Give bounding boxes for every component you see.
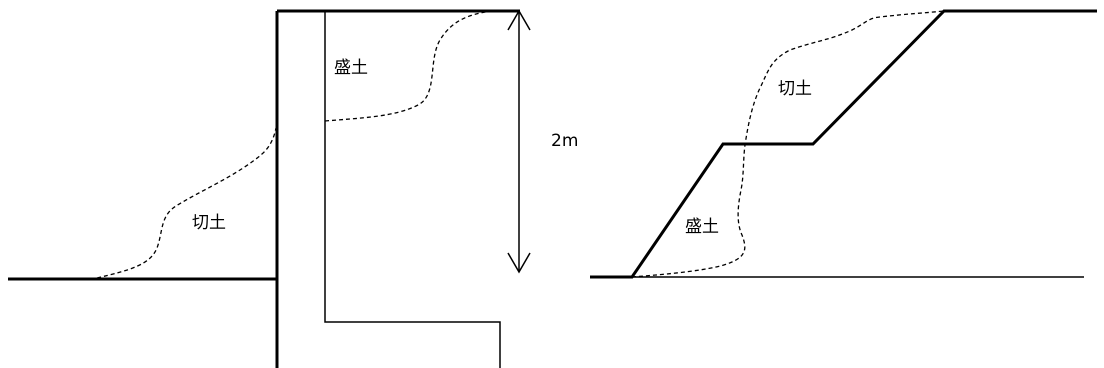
height-label: 2m — [551, 131, 578, 151]
left-figure-retaining-wall: 盛土 切土 2m — [8, 9, 578, 368]
right-fill-label: 盛土 — [685, 217, 719, 237]
height-arrow-top — [507, 9, 531, 31]
left-fill-label: 盛土 — [334, 58, 368, 78]
left-cut-label: 切土 — [192, 213, 226, 233]
right-cut-label: 切土 — [778, 79, 812, 99]
slope-profile — [590, 9, 1097, 279]
right-original-ground-dashed — [631, 10, 945, 278]
height-arrow-bottom — [507, 252, 531, 274]
left-cut-boundary-dashed — [96, 127, 277, 279]
wall-inner-face-and-footing — [324, 11, 501, 368]
right-figure-slope: 切土 盛土 — [590, 9, 1097, 279]
left-fill-boundary-dashed — [324, 10, 493, 122]
